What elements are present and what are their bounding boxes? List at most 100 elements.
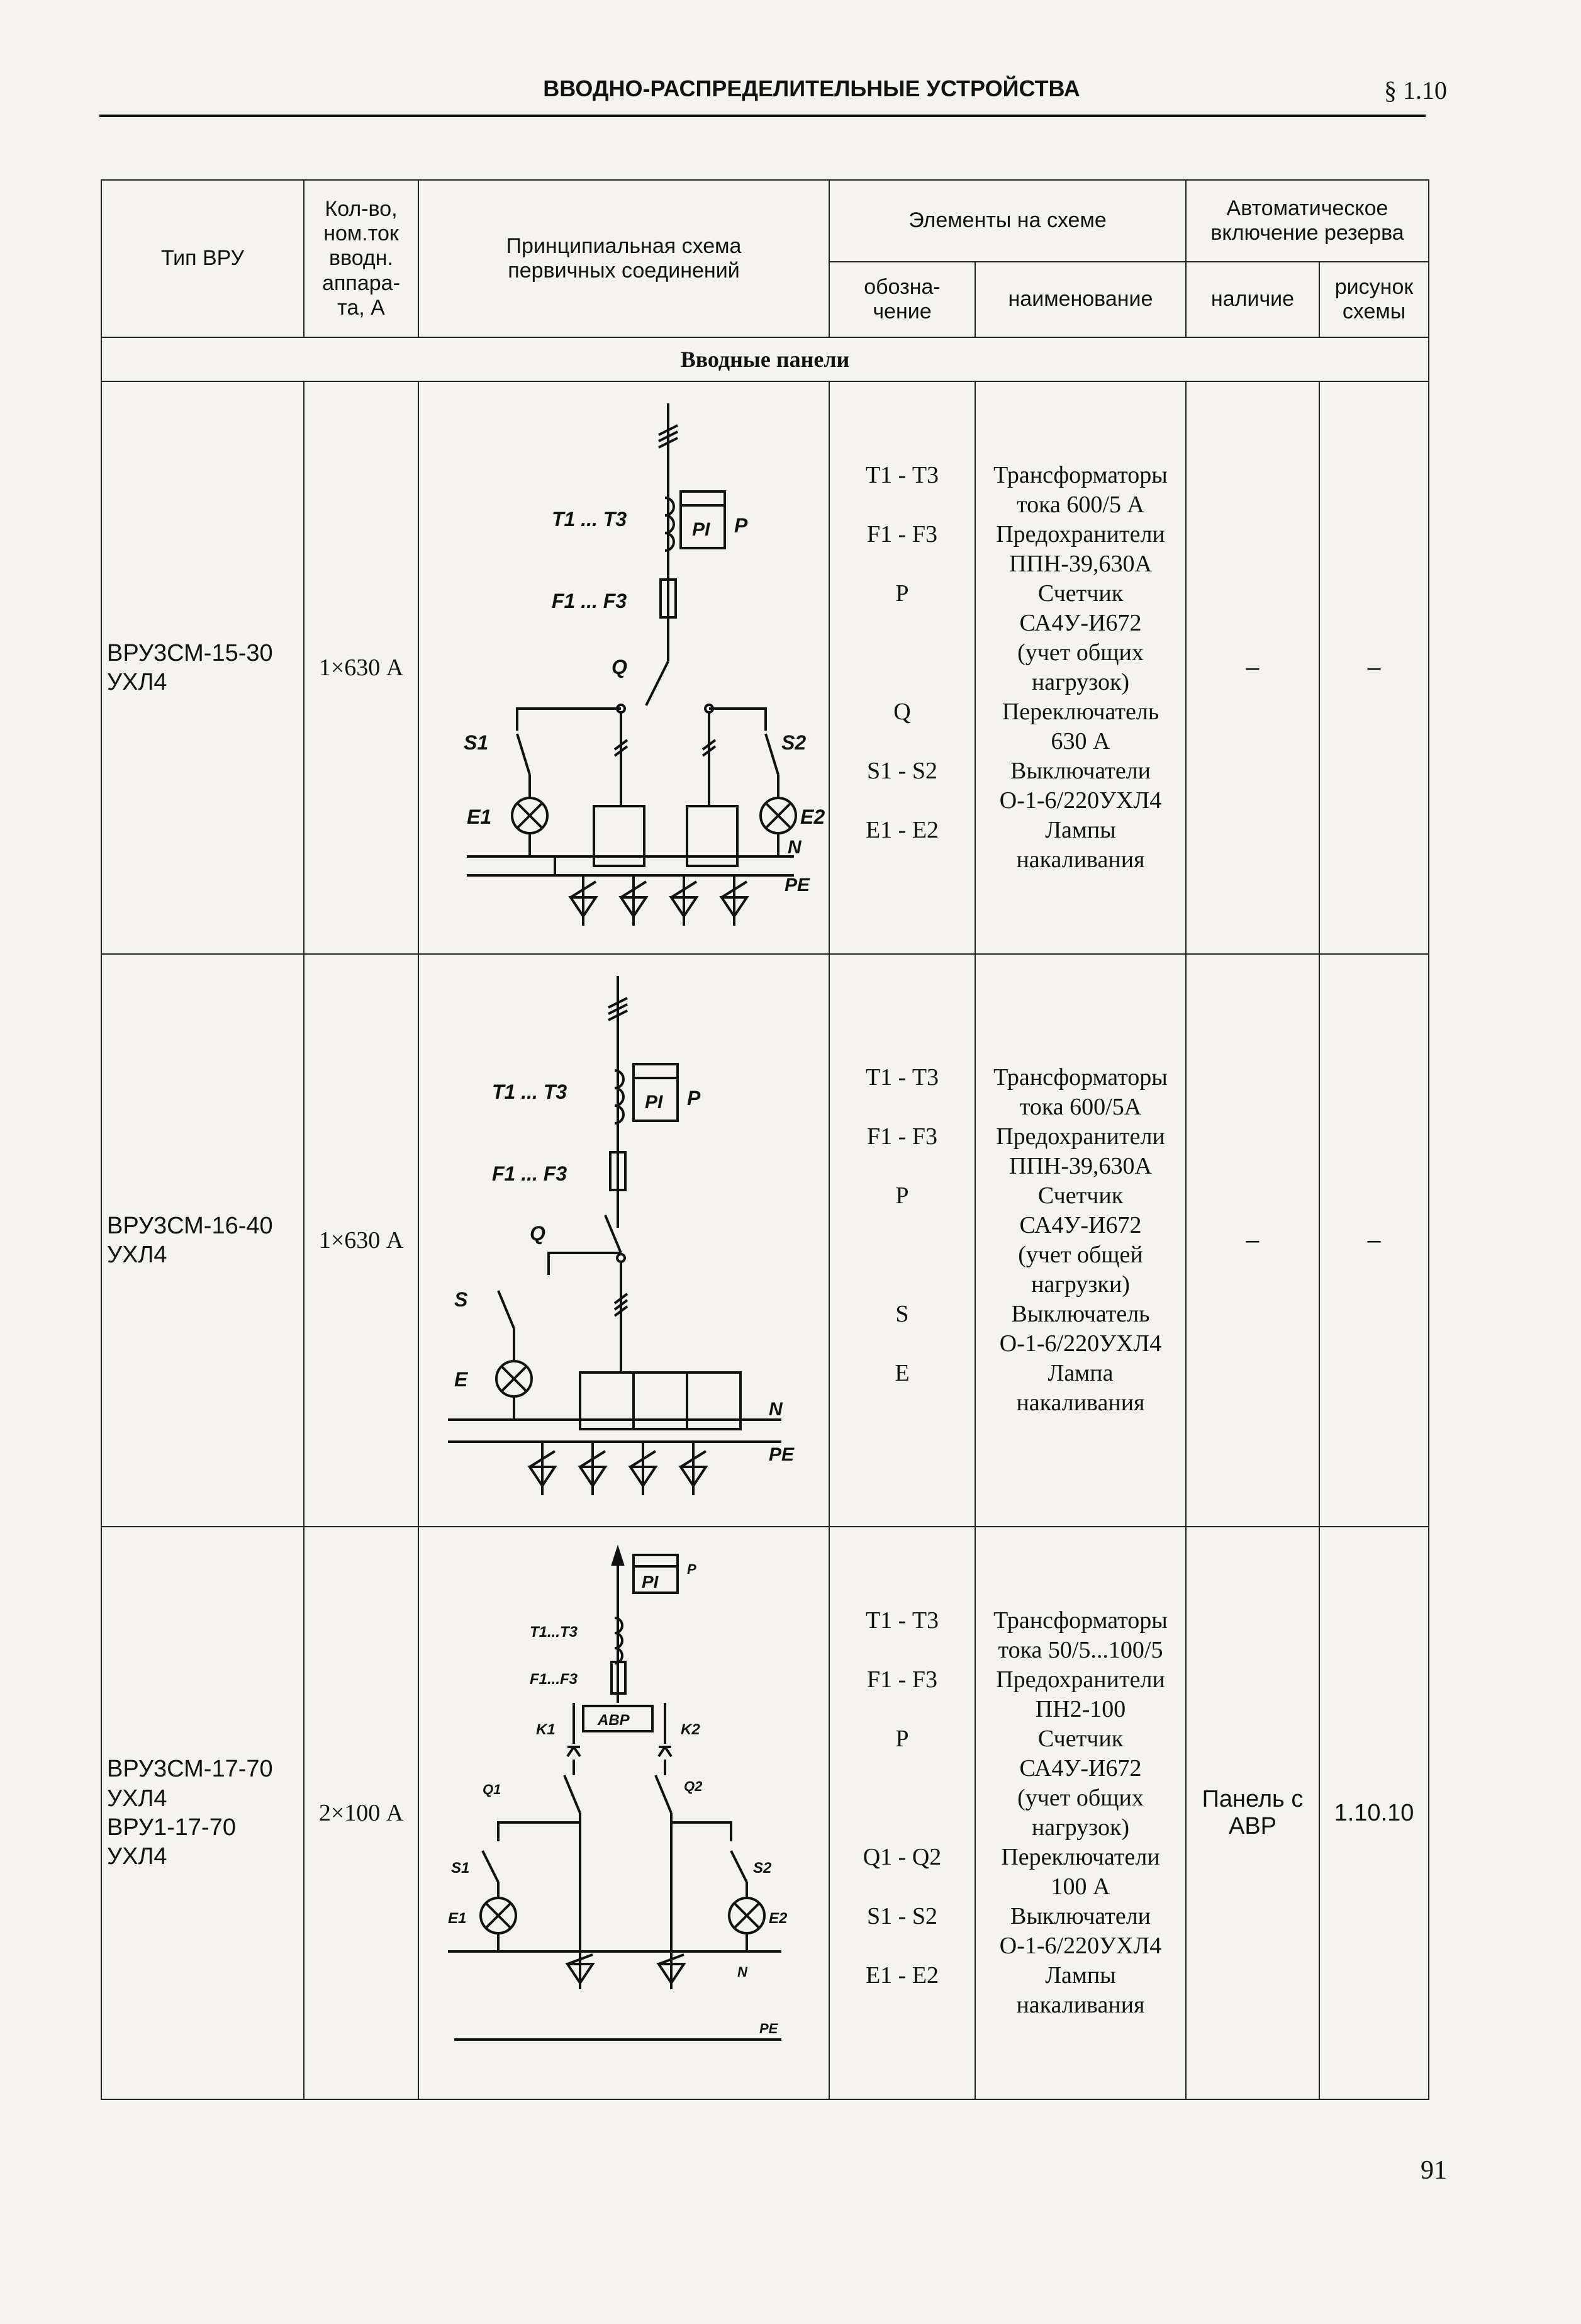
meter-label: PI: [642, 1572, 659, 1591]
ct-label: T1...T3: [530, 1624, 578, 1641]
lamp-e2-label: E2: [769, 1910, 788, 1927]
type-cell: ВРУ3СМ-16-40 УХЛ4: [101, 953, 304, 1527]
designation-item: S: [895, 1301, 909, 1327]
ct-label: T1 ... T3: [492, 1081, 567, 1103]
name-item: Выключатели: [1010, 758, 1151, 784]
designation-item: Q1 - Q2: [863, 1844, 942, 1870]
name-item: Лампы: [1045, 817, 1116, 843]
switch-s-label: S: [454, 1288, 468, 1311]
name-item: (учет общей: [1018, 1242, 1143, 1268]
name-item: Предохранители: [996, 521, 1165, 547]
switch-s2-label: S2: [781, 731, 806, 754]
name-item: ППН-39,630А: [1009, 1153, 1152, 1179]
designation-item: F1 - F3: [867, 521, 937, 547]
table-row: ВРУ3СМ-17-70 УХЛ4 ВРУ1-17-70 УХЛ4 2×100 …: [101, 1526, 1430, 2100]
meter-label: PI: [692, 519, 710, 540]
meter-label: PI: [645, 1092, 663, 1113]
name-item: тока 600/5А: [1019, 1094, 1142, 1120]
wiring-diagram-vru3sm-16-40: PI P T1 ... T3 F1 ... F3 Q S E: [447, 976, 795, 1495]
bus-n-label: N: [788, 837, 802, 858]
scheme-cell: PI P T1 ... T3 F1 ... F3 Q S1 S2: [418, 381, 830, 955]
name-item: (учет общих: [1017, 639, 1144, 666]
header-figure: рисунок схемы: [1318, 261, 1430, 338]
vru-table: Тип ВРУ Кол-во, ном.ток вводн. аппара- т…: [100, 179, 1430, 2100]
table-row: ВРУ3СМ-15-30 УХЛ4 1×630 А PI P T1 ... T3…: [101, 381, 1430, 955]
q2-label: Q2: [684, 1778, 703, 1794]
name-item: (учет общих: [1017, 1785, 1144, 1811]
designation-item: S1 - S2: [867, 1903, 937, 1929]
meter-tag: P: [687, 1087, 701, 1109]
header-qty-line: та, А: [337, 295, 385, 320]
avr-figure-cell: 1.10.10: [1318, 1526, 1430, 2100]
name-item: 630 А: [1051, 728, 1110, 755]
name-item: Предохранители: [996, 1123, 1165, 1150]
designation-item: S1 - S2: [867, 758, 937, 784]
page-number: 91: [1421, 2156, 1447, 2185]
name-item: Лампа: [1047, 1360, 1114, 1386]
designation-item: E: [895, 1360, 910, 1386]
lamp-e1-label: E1: [448, 1910, 466, 1927]
fuse-label: F1...F3: [530, 1671, 578, 1688]
name-item: накаливания: [1016, 846, 1145, 873]
avr-figure-cell: –: [1318, 953, 1430, 1527]
header-qty-line: ном.ток: [323, 222, 399, 246]
lamp-e-label: E: [454, 1368, 469, 1391]
k2-label: K2: [681, 1721, 700, 1738]
name-item: СА4У-И672: [1019, 610, 1142, 636]
name-item: Трансформаторы: [993, 1064, 1168, 1091]
meter-tag: P: [687, 1561, 696, 1577]
name-item: накаливания: [1016, 1992, 1145, 2018]
name-item: СА4У-И672: [1019, 1212, 1142, 1238]
name-item: Предохранители: [996, 1666, 1165, 1693]
header-figure-line: схемы: [1342, 300, 1406, 323]
bus-pe-label: PE: [759, 2021, 779, 2036]
name-item: тока 600/5 А: [1017, 491, 1144, 518]
section-title: Вводные панели: [100, 337, 1430, 382]
avr-presence-cell: –: [1185, 953, 1320, 1527]
wiring-diagram-vru3sm-15-30: PI P T1 ... T3 F1 ... F3 Q S1 S2: [464, 403, 825, 926]
scheme-cell: PI P T1...T3 F1...F3 АВР K1 K2 Q1 Q2: [418, 1526, 830, 2100]
header-scheme: Принципиальная схема первичных соединени…: [418, 179, 830, 338]
avr-presence-line: Панель с: [1202, 1786, 1304, 1812]
wiring-diagram-vru3sm-17-70: PI P T1...T3 F1...F3 АВР K1 K2 Q1 Q2: [447, 1544, 788, 2041]
switch-s1-label: S1: [464, 731, 488, 754]
lamp-e1-label: E1: [467, 806, 491, 828]
bus-n-label: N: [769, 1399, 783, 1420]
name-item: нагрузки): [1031, 1271, 1130, 1298]
meter-tag: P: [734, 514, 748, 537]
meter-icon: [632, 1063, 679, 1122]
meter-icon: [632, 1554, 679, 1594]
designation-item: Т1 - Т3: [865, 1607, 939, 1634]
header-avr-line: Автоматическое: [1226, 196, 1388, 220]
name-item: СА4У-И672: [1019, 1755, 1142, 1782]
name-item: тока 50/5...100/5: [998, 1637, 1163, 1663]
type-line: УХЛ4: [107, 1843, 167, 1870]
type-cell: ВРУ3СМ-15-30 УХЛ4: [101, 381, 304, 955]
type-line: ВРУ3СМ-16-40: [107, 1212, 273, 1239]
name-item: Выключатель: [1011, 1301, 1150, 1327]
qty-cell: 1×630 А: [303, 953, 419, 1527]
designation-item: F1 - F3: [867, 1666, 937, 1693]
meter-icon: [679, 490, 726, 549]
bus-pe-label: PE: [769, 1444, 795, 1465]
name-item: Счетчик: [1037, 1182, 1124, 1209]
name-item: Трансформаторы: [993, 462, 1168, 488]
header-qty-line: вводн.: [329, 246, 393, 271]
type-cell: ВРУ3СМ-17-70 УХЛ4 ВРУ1-17-70 УХЛ4: [101, 1526, 304, 2100]
type-line: УХЛ4: [107, 669, 167, 695]
header-figure-line: рисунок: [1334, 274, 1414, 299]
section-number: § 1.10: [1384, 76, 1447, 104]
ct-label: T1 ... T3: [552, 508, 627, 530]
switch-s1-label: S1: [451, 1860, 469, 1877]
name-item: О-1-6/220УХЛ4: [999, 1933, 1162, 1959]
designation-item: Q: [893, 699, 911, 725]
name-item: Счетчик: [1037, 1726, 1124, 1752]
bus-n-label: N: [737, 1964, 748, 1980]
